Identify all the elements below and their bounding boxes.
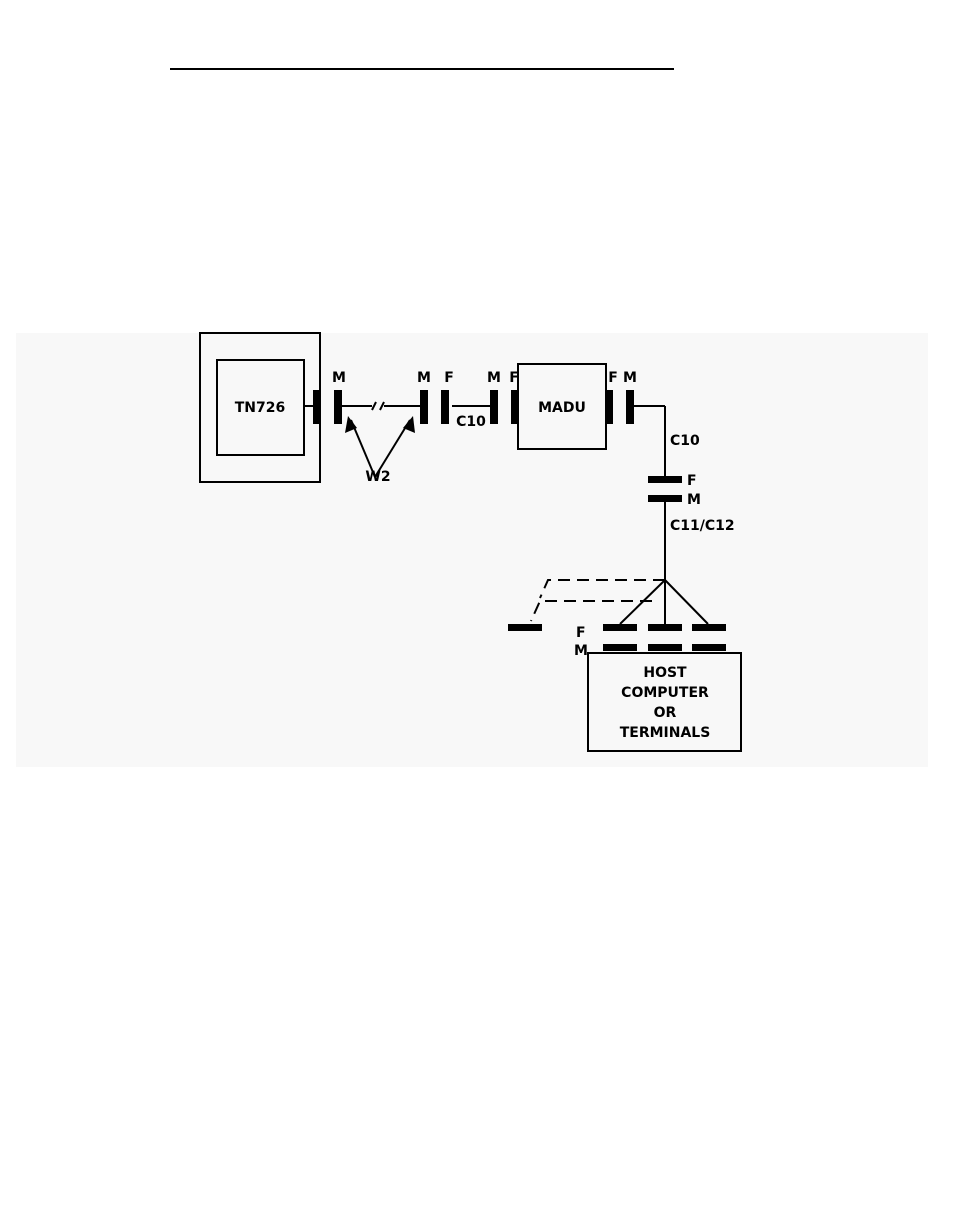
label-m: M bbox=[417, 370, 431, 386]
madu-label: MADU bbox=[538, 400, 586, 416]
host-label-line4: TERMINALS bbox=[620, 725, 711, 741]
host-label-line3: OR bbox=[654, 705, 677, 721]
connector-madu-f-right bbox=[605, 390, 613, 424]
label-m: M bbox=[574, 643, 588, 659]
label-m: M bbox=[623, 370, 637, 386]
host-box bbox=[587, 652, 742, 752]
connector-host-m2 bbox=[648, 644, 682, 651]
label-w2: W2 bbox=[365, 469, 390, 485]
connector-host-m1 bbox=[603, 644, 637, 651]
label-m: M bbox=[487, 370, 501, 386]
w2-arrow-right bbox=[374, 419, 411, 478]
connector-c10-f2 bbox=[648, 476, 682, 483]
tn726-box bbox=[216, 359, 305, 456]
connector-w2-m2 bbox=[420, 390, 428, 424]
connector-host-f1 bbox=[603, 624, 637, 631]
connector-c10-m2 bbox=[626, 390, 634, 424]
connector-c11-m bbox=[648, 495, 682, 502]
top-rule bbox=[170, 68, 674, 70]
connector-host-f3 bbox=[692, 624, 726, 631]
connector-tn726 bbox=[313, 390, 321, 424]
w2-arrowhead-right bbox=[403, 416, 415, 433]
tn726-label: TN726 bbox=[235, 400, 286, 416]
w2-arrow-left bbox=[350, 419, 376, 478]
label-c10: C10 bbox=[456, 414, 486, 430]
label-f: F bbox=[576, 625, 586, 641]
label-c10: C10 bbox=[670, 433, 700, 449]
label-m: M bbox=[332, 370, 346, 386]
connector-host-m3 bbox=[692, 644, 726, 651]
label-f: F bbox=[444, 370, 454, 386]
label-f: F bbox=[509, 370, 519, 386]
connector-w2-m1 bbox=[334, 390, 342, 424]
cable-break-icon bbox=[371, 401, 385, 411]
dashed-path-upper bbox=[539, 579, 665, 599]
host-label-line2: COMPUTER bbox=[621, 685, 709, 701]
w2-arrowhead-left bbox=[345, 416, 357, 433]
connector-extra bbox=[508, 624, 542, 631]
host-label-line1: HOST bbox=[643, 665, 687, 681]
connector-c10-m1 bbox=[490, 390, 498, 424]
fanout-line-right bbox=[664, 579, 709, 625]
label-c11-c12: C11/C12 bbox=[670, 518, 735, 534]
connector-madu-f-left bbox=[511, 390, 519, 424]
label-f: F bbox=[608, 370, 618, 386]
label-f: F bbox=[687, 473, 697, 489]
label-m: M bbox=[687, 492, 701, 508]
connector-c10-f1 bbox=[441, 390, 449, 424]
connector-host-f2 bbox=[648, 624, 682, 631]
